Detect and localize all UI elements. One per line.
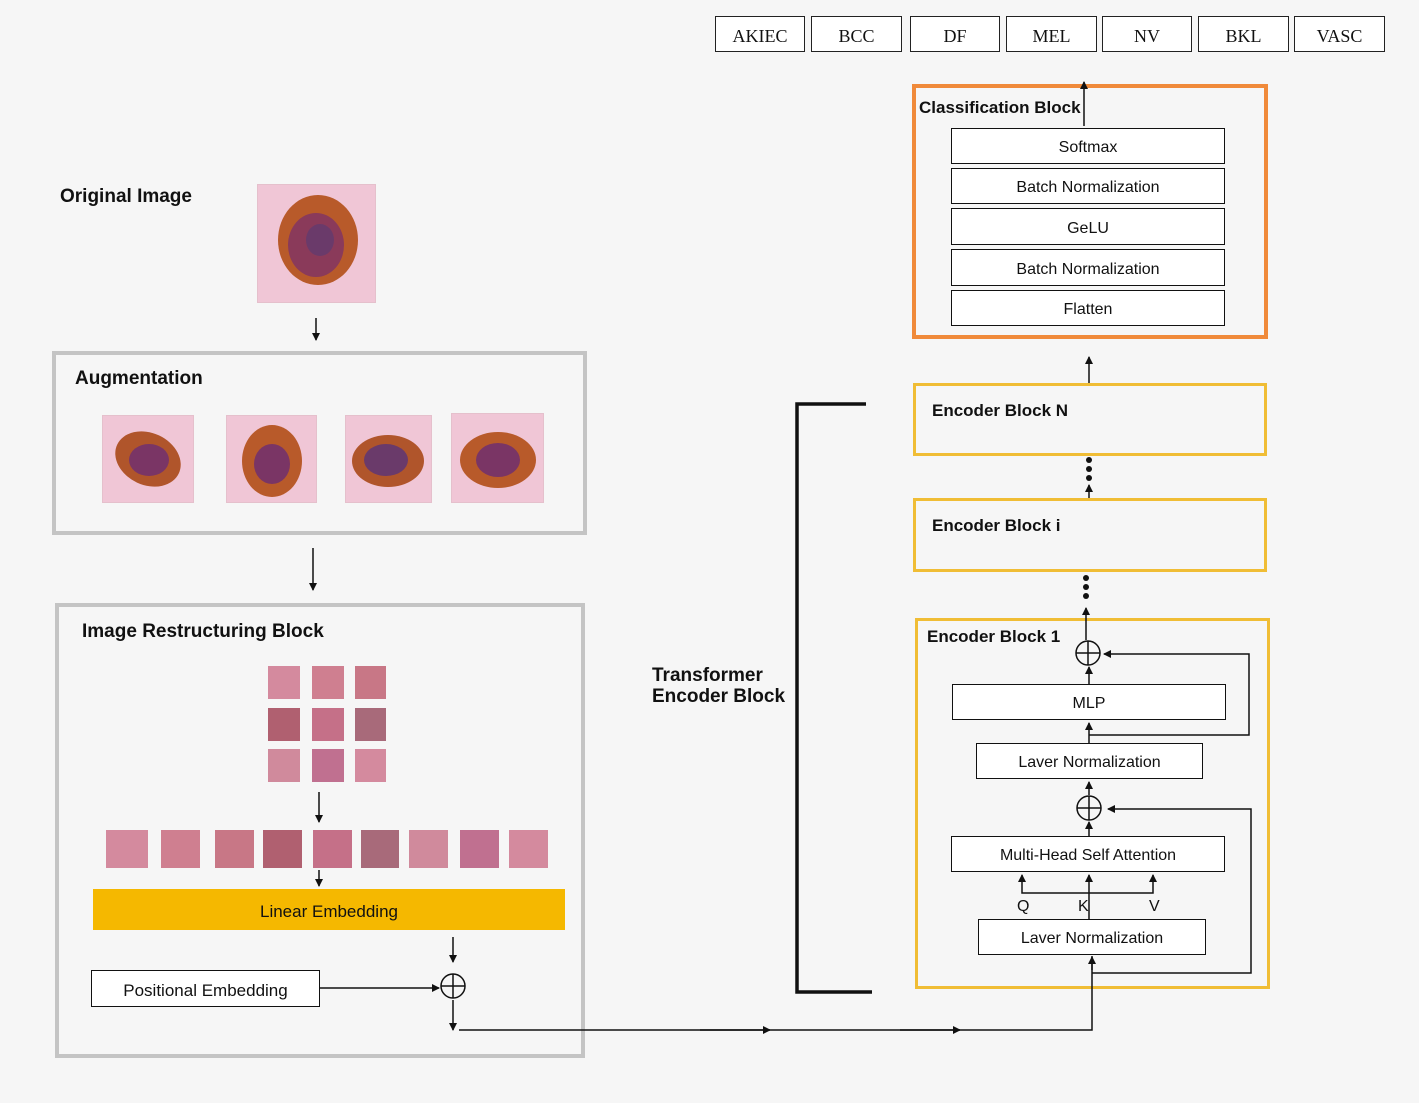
ellipsis-dots	[1083, 457, 1092, 599]
value-label: V	[1149, 898, 1160, 915]
encoder-block-i-label: Encoder Block i	[932, 516, 1061, 535]
original-lesion-image	[257, 184, 376, 303]
class-label-mel: MEL	[1006, 16, 1097, 52]
grid-patch	[312, 708, 344, 741]
sequence-patch	[215, 830, 254, 868]
class-label-bcc: BCC	[811, 16, 902, 52]
transformer-label-line1: Transformer	[652, 665, 763, 686]
grid-patch	[355, 708, 386, 741]
class-label-df: DF	[910, 16, 1000, 52]
image-restructuring-panel	[55, 603, 585, 1058]
grid-patch	[312, 666, 344, 699]
batch-normalization-layer-1: Batch Normalization	[951, 168, 1225, 204]
encoder-block-i	[913, 498, 1267, 572]
sequence-patch	[313, 830, 352, 868]
sequence-patch	[509, 830, 548, 868]
multi-head-self-attention: Multi-Head Self Attention	[951, 836, 1225, 872]
class-label-vasc: VASC	[1294, 16, 1385, 52]
encoder-block-1-label: Encoder Block 1	[927, 627, 1061, 646]
augmented-image-4	[451, 413, 544, 503]
encoder-block-n	[913, 383, 1267, 456]
linear-embedding-block: Linear Embedding	[93, 889, 565, 930]
gelu-layer: GeLU	[951, 208, 1225, 245]
query-label: Q	[1017, 898, 1030, 915]
sequence-patch	[161, 830, 200, 868]
sequence-patch	[263, 830, 302, 868]
transformer-label-line2: Encoder Block	[652, 686, 786, 707]
grid-patch	[312, 749, 344, 782]
residual-connection-1	[1092, 805, 1252, 974]
transformer-encoder-label: Transformer Encoder Block	[652, 665, 785, 707]
softmax-layer: Softmax	[951, 128, 1225, 164]
route-to-encoder	[459, 956, 1093, 1031]
sequence-patch	[361, 830, 399, 868]
class-label-akiec: AKIEC	[715, 16, 805, 52]
batch-normalization-layer-2: Batch Normalization	[951, 249, 1225, 286]
positional-embedding-block: Positional Embedding	[91, 970, 320, 1007]
class-label-nv: NV	[1102, 16, 1192, 52]
grid-patch	[268, 749, 300, 782]
arrow-q	[1018, 874, 1089, 894]
arrow-v	[1089, 874, 1157, 894]
layer-normalization-bottom: Laver Normalization	[978, 919, 1206, 955]
augmentation-panel	[52, 351, 587, 535]
encoder-block-n-label: Encoder Block N	[932, 401, 1069, 420]
sequence-patch	[106, 830, 148, 868]
residual-connection-2	[1089, 650, 1250, 736]
flatten-layer: Flatten	[951, 290, 1225, 326]
grid-patch	[355, 749, 386, 782]
original-image-label: Original Image	[60, 186, 192, 207]
grid-patch	[355, 666, 386, 699]
mlp-layer: MLP	[952, 684, 1226, 720]
image-restructuring-label: Image Restructuring Block	[82, 621, 324, 642]
lesion-graphic	[278, 195, 358, 285]
transformer-bracket	[795, 402, 872, 994]
classification-block	[912, 84, 1268, 339]
augmented-image-3	[345, 415, 432, 503]
classification-block-title: Classification Block	[919, 98, 1081, 117]
grid-patch	[268, 708, 300, 741]
grid-patch	[268, 666, 300, 699]
layer-normalization-top: Laver Normalization	[976, 743, 1203, 779]
key-label: K	[1078, 898, 1089, 915]
augmented-image-1	[102, 415, 194, 503]
augmentation-label: Augmentation	[75, 368, 203, 389]
class-label-bkl: BKL	[1198, 16, 1289, 52]
sequence-patch	[409, 830, 448, 868]
augmented-image-2	[226, 415, 317, 503]
sequence-patch	[460, 830, 499, 868]
